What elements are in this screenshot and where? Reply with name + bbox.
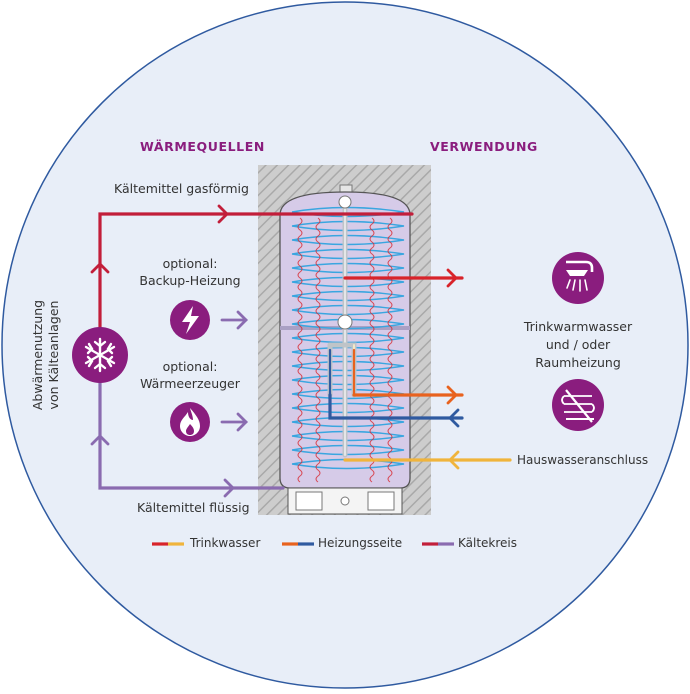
label-hot-water-or-heating: Trinkwarmwasser und / oder Raumheizung: [508, 318, 648, 372]
heading-usage: VERWENDUNG: [430, 139, 538, 154]
label-heat-generator-line2: Wärmeerzeuger: [140, 376, 240, 391]
refrigerant-coil: [387, 217, 393, 483]
coil-loop: [291, 332, 405, 344]
coil-loop: [291, 374, 405, 386]
coil-loop: [291, 276, 405, 288]
coil-loop: [291, 248, 405, 260]
refrigerant-coil: [315, 217, 321, 483]
lightning-icon: [170, 300, 210, 340]
refrigerant-loop: [90, 204, 414, 498]
optional-source-arrows: [220, 310, 248, 432]
coil-loop: [291, 402, 405, 414]
legend-label-trinkwasser: Trinkwasser: [190, 536, 261, 550]
legend-label-kaeltekreis: Kältekreis: [458, 536, 518, 550]
coil-loop: [291, 220, 405, 232]
label-backup-heating-line1: optional:: [162, 256, 218, 271]
label-hot-water-line2: und / oder: [545, 337, 611, 352]
tank-sensors: [337, 195, 353, 330]
label-refrigerant-liquid: Kältemittel flüssig: [137, 500, 250, 515]
flame-icon: [170, 402, 210, 442]
heat-exchanger-coils: [291, 206, 405, 483]
refrigerant-coil: [297, 217, 303, 483]
shower-icon: [552, 252, 604, 304]
label-house-water-connection: Hauswasseranschluss: [517, 453, 649, 467]
heading-heat-sources: WÄRMEQUELLEN: [140, 139, 265, 154]
coil-loop: [291, 234, 405, 246]
coil-loop: [291, 290, 405, 302]
label-heat-generator-line1: optional:: [162, 359, 218, 374]
coil-loop: [291, 416, 405, 428]
label-waste-heat-line1: Abwärmenutzung: [30, 299, 45, 411]
label-hot-water-line3: Raumheizung: [535, 355, 621, 370]
label-backup-heating: optional: Backup-Heizung: [126, 255, 254, 289]
label-backup-heating-line2: Backup-Heizung: [139, 273, 241, 288]
coil-loop: [291, 304, 405, 316]
legend-label-heizungsseite: Heizungsseite: [318, 536, 403, 550]
label-waste-heat-line2: von Kälteanlagen: [46, 300, 61, 410]
coil-loop: [291, 430, 405, 442]
label-refrigerant-gas: Kältemittel gasförmig: [114, 181, 249, 196]
tank-connection-pipes: [328, 268, 512, 470]
coil-loop: [291, 262, 405, 274]
label-hot-water-line1: Trinkwarmwasser: [523, 319, 633, 334]
coil-loop: [291, 206, 405, 218]
floor-heating-icon: [552, 379, 604, 431]
coil-loop: [291, 318, 405, 330]
coil-loop: [291, 458, 405, 470]
snowflake-icon: [72, 327, 128, 383]
coil-loop: [291, 360, 405, 372]
label-heat-generator: optional: Wärmeerzeuger: [126, 358, 254, 392]
refrigerant-coil: [369, 217, 375, 483]
coil-loop: [291, 444, 405, 456]
coil-loop: [291, 346, 405, 358]
